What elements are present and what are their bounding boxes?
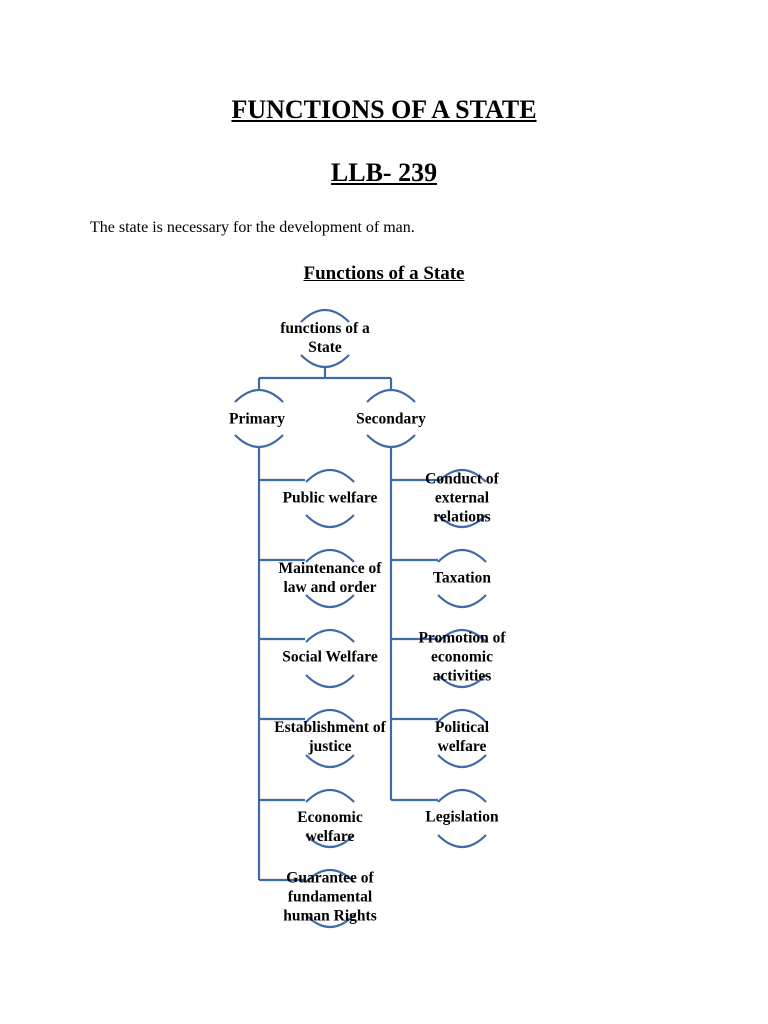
- node-arc-bottom-p4: [305, 834, 355, 849]
- secondary-item-external-relations: Conduct of external relations: [425, 470, 499, 526]
- node-arc-top-s0: [437, 468, 487, 483]
- node-arc-top-s4: [437, 788, 487, 803]
- document-title: FUNCTIONS OF A STATE: [231, 95, 537, 124]
- node-arc-bottom-root: [300, 354, 350, 369]
- secondary-item-legislation: Legislation: [425, 808, 499, 826]
- node-arc-top-secondary: [366, 388, 416, 403]
- node-arc-bottom-primary: [234, 434, 284, 449]
- primary-item-public-welfare: Public welfare: [282, 489, 378, 507]
- node-arc-bottom-p3: [305, 754, 355, 769]
- node-arc-top-p3: [305, 708, 355, 723]
- node-arc-bottom-s1: [437, 594, 487, 609]
- node-arc-top-primary: [234, 388, 284, 403]
- node-arc-bottom-s4: [437, 834, 487, 849]
- primary-node-label: Primary: [229, 410, 285, 428]
- node-arc-top-p1: [305, 548, 355, 563]
- node-arc-top-s3: [437, 708, 487, 723]
- node-arcs: [234, 308, 487, 929]
- node-arc-top-p0: [305, 468, 355, 483]
- primary-item-justice: Establishment of justice: [274, 719, 386, 755]
- node-arc-top-p5: [305, 868, 355, 883]
- node-arc-bottom-s0: [437, 514, 487, 529]
- secondary-item-political-welfare: Political welfare: [434, 719, 490, 755]
- diagram-connectors: [257, 367, 438, 882]
- node-arc-bottom-secondary: [366, 434, 416, 449]
- primary-item-law-and-order: Maintenance of law and order: [278, 560, 382, 596]
- primary-item-economic-welfare: Economic welfare: [297, 809, 363, 845]
- intro-paragraph: The state is necessary for the developme…: [90, 219, 415, 236]
- node-arc-top-s1: [437, 548, 487, 563]
- node-arc-bottom-p2: [305, 674, 355, 689]
- root-node-label: functions of a State: [280, 320, 370, 356]
- node-arc-top-s2: [437, 628, 487, 643]
- node-arc-top-root: [300, 308, 350, 323]
- secondary-node-label: Secondary: [356, 410, 426, 428]
- node-arc-bottom-s3: [437, 754, 487, 769]
- primary-item-social-welfare: Social Welfare: [282, 648, 378, 666]
- secondary-item-economic-activities: Promotion of economic activities: [418, 629, 506, 685]
- node-arc-bottom-p1: [305, 594, 355, 609]
- node-arc-bottom-s2: [437, 674, 487, 689]
- node-arc-bottom-p0: [305, 514, 355, 529]
- diagram-heading: Functions of a State: [303, 263, 465, 284]
- node-arc-bottom-p5: [305, 914, 355, 929]
- primary-item-human-rights: Guarantee of fundamental human Rights: [283, 869, 377, 925]
- node-arc-top-p4: [305, 788, 355, 803]
- node-arc-top-p2: [305, 628, 355, 643]
- secondary-item-taxation: Taxation: [432, 569, 491, 587]
- course-code: LLB- 239: [330, 158, 438, 187]
